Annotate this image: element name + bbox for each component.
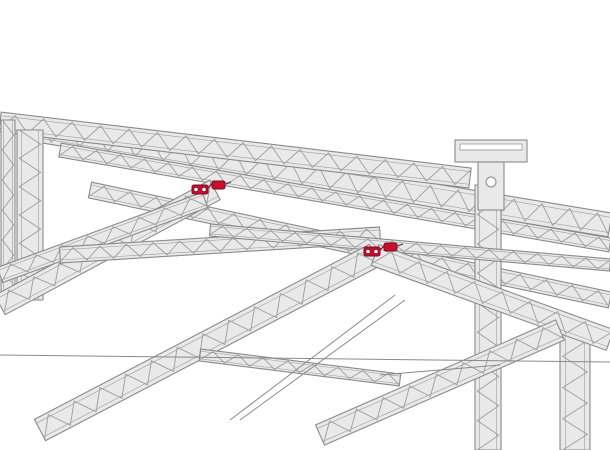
- truss-chord: [209, 233, 610, 270]
- rafter-front-left: [33, 243, 382, 442]
- truss-chord: [199, 358, 400, 385]
- truss-chord: [59, 229, 380, 251]
- truss-lacing: [371, 250, 610, 345]
- truss-chord: [43, 261, 379, 438]
- clamp-bolt: [193, 186, 199, 193]
- truss-chord: [23, 135, 609, 233]
- truss-body: [559, 324, 591, 450]
- tower-right-rear: [474, 184, 502, 450]
- clamp-link: [207, 183, 213, 189]
- truss-lacing: [58, 145, 610, 251]
- truss-chord: [1, 204, 207, 281]
- truss-chord: [59, 154, 610, 250]
- truss-body: [314, 319, 566, 446]
- ridge-beam-far: [58, 142, 610, 253]
- truss-lacing: [561, 324, 589, 450]
- middle-trusses: [0, 179, 610, 316]
- truss-chord: [317, 323, 558, 429]
- rafter-front-far: [314, 319, 566, 446]
- truss-chord: [0, 194, 204, 270]
- top-plate-slot: [459, 143, 523, 151]
- truss-chord: [372, 261, 608, 347]
- tie-cable-4: [379, 364, 501, 376]
- truss-chord: [60, 145, 610, 241]
- truss-chord: [0, 115, 471, 172]
- top-plate: [454, 139, 528, 163]
- truss-body: [33, 243, 382, 442]
- truss-lacing: [0, 114, 472, 186]
- truss-chord: [210, 225, 610, 262]
- truss-lacing: [209, 225, 610, 270]
- tie-cable-2: [229, 294, 396, 421]
- clamp-pin: [396, 243, 404, 247]
- rafter-back-upper: [0, 111, 472, 189]
- clamp-link: [379, 245, 385, 251]
- tie-cable-1: [0, 354, 610, 363]
- clamp-bolt: [201, 186, 207, 193]
- truss-chord: [322, 336, 563, 442]
- clamp-body: [211, 180, 226, 190]
- tower-right-front: [559, 324, 591, 450]
- truss-chord: [36, 247, 372, 424]
- truss-chord: [0, 128, 470, 185]
- front-trusses: [0, 139, 610, 446]
- top-plate-assembly: [454, 139, 528, 211]
- truss-chord: [200, 350, 401, 377]
- clamp-left: [191, 180, 232, 195]
- truss-lacing: [323, 326, 564, 444]
- truss-body: [474, 184, 502, 450]
- truss-lacing: [44, 252, 380, 439]
- clamp-bolt: [365, 248, 371, 255]
- truss-lacing: [476, 184, 500, 450]
- truss-body: [58, 142, 610, 253]
- clamp-right: [363, 242, 404, 257]
- truss-chord: [377, 248, 610, 333]
- purlin-mid-2: [208, 223, 610, 272]
- clamp-bolt: [373, 248, 379, 255]
- tie-cable-3: [239, 299, 406, 421]
- bolt-hole: [485, 176, 497, 188]
- clamp-body: [383, 242, 398, 252]
- clamp-pin: [224, 181, 232, 185]
- hardware: [191, 180, 404, 257]
